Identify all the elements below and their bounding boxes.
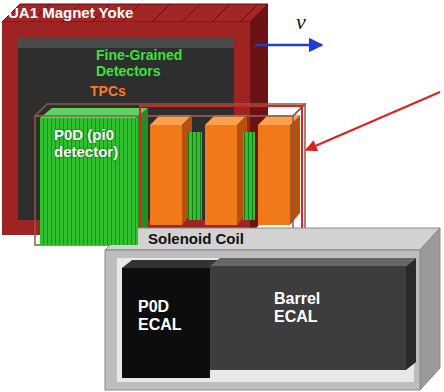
detector-frame [35, 116, 293, 245]
node-label: P0D ECAL [138, 298, 202, 335]
node-label: Barrel ECAL [274, 290, 344, 327]
barrel-ecal-top [210, 258, 416, 266]
coil-front [105, 250, 420, 390]
tpc-module [205, 115, 247, 225]
beam-symbol: ν [296, 10, 326, 35]
yoke-top [2, 4, 268, 22]
node-label: P0D (pi0 detector) [54, 126, 132, 161]
tpc-module [150, 115, 192, 225]
fgd-module [188, 132, 202, 220]
part-name: TPCs [90, 84, 150, 100]
coil-side [420, 228, 440, 390]
p0d-ecal-top [122, 260, 220, 268]
barrel-ecal-block: Barrel ECAL [210, 266, 406, 370]
p0d-ecal-block: P0D ECAL [122, 268, 210, 378]
p0d-detector: P0D (pi0 detector) [40, 118, 138, 245]
detector-frame [304, 104, 306, 233]
yoke-cavity-shade [18, 38, 234, 48]
beam-arrow [255, 44, 322, 47]
coil-inner [117, 258, 414, 382]
part-name: UA1 Magnet Yoke [8, 5, 188, 22]
highlight-pointer [306, 92, 440, 150]
fgd-module [243, 132, 255, 220]
highlight-box [140, 106, 302, 246]
part-name: Solenoid Coil [148, 231, 288, 248]
barrel-ecal-side [406, 258, 416, 370]
coil-top [105, 228, 440, 250]
part-name: Fine-Grained Detectors [96, 48, 196, 79]
